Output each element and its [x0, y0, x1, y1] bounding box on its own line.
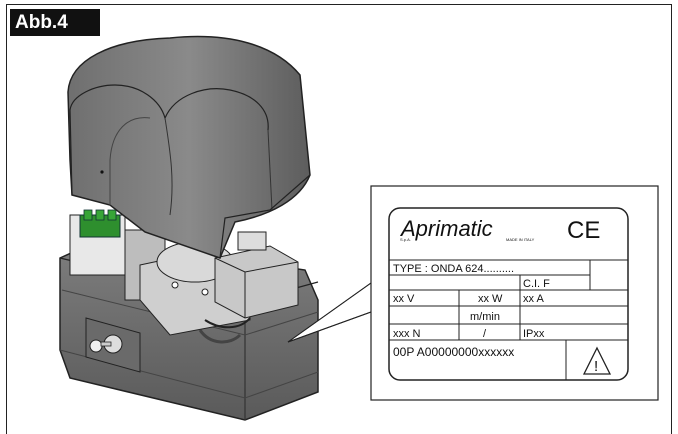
warning-symbol: !: [594, 358, 598, 375]
slash-field: /: [483, 328, 487, 340]
volts-field: xx V: [393, 293, 415, 305]
speed-field: m/min: [470, 311, 500, 323]
warning-icon: !: [582, 346, 612, 375]
cif-field: C.I. F: [523, 278, 550, 290]
nameplate-border: [388, 207, 629, 381]
nameplate-grid: [389, 259, 628, 380]
ce-mark: CE: [567, 217, 600, 244]
brand-logo: Aprimatic: [399, 216, 493, 241]
figure-label: Abb.4: [10, 9, 100, 36]
ip-field: IPxx: [523, 328, 545, 340]
motor-cover: [67, 35, 311, 259]
nameplate: Aprimatic S.p.A. MADE IN ITALY CE TYPE :…: [388, 207, 629, 381]
force-field: xxx N: [393, 328, 421, 340]
brand-sub-left: S.p.A.: [400, 237, 411, 242]
brand-sub-right: MADE IN ITALY: [506, 237, 535, 242]
internal-components: [69, 209, 299, 344]
serial-field: 00P A00000000xxxxxx: [393, 345, 514, 359]
type-field: TYPE : ONDA 624..........: [393, 263, 514, 275]
figure-frame: [6, 4, 672, 434]
key-lock-icon: [89, 334, 123, 354]
watts-field: xx W: [478, 293, 503, 305]
amps-field: xx A: [523, 293, 544, 305]
